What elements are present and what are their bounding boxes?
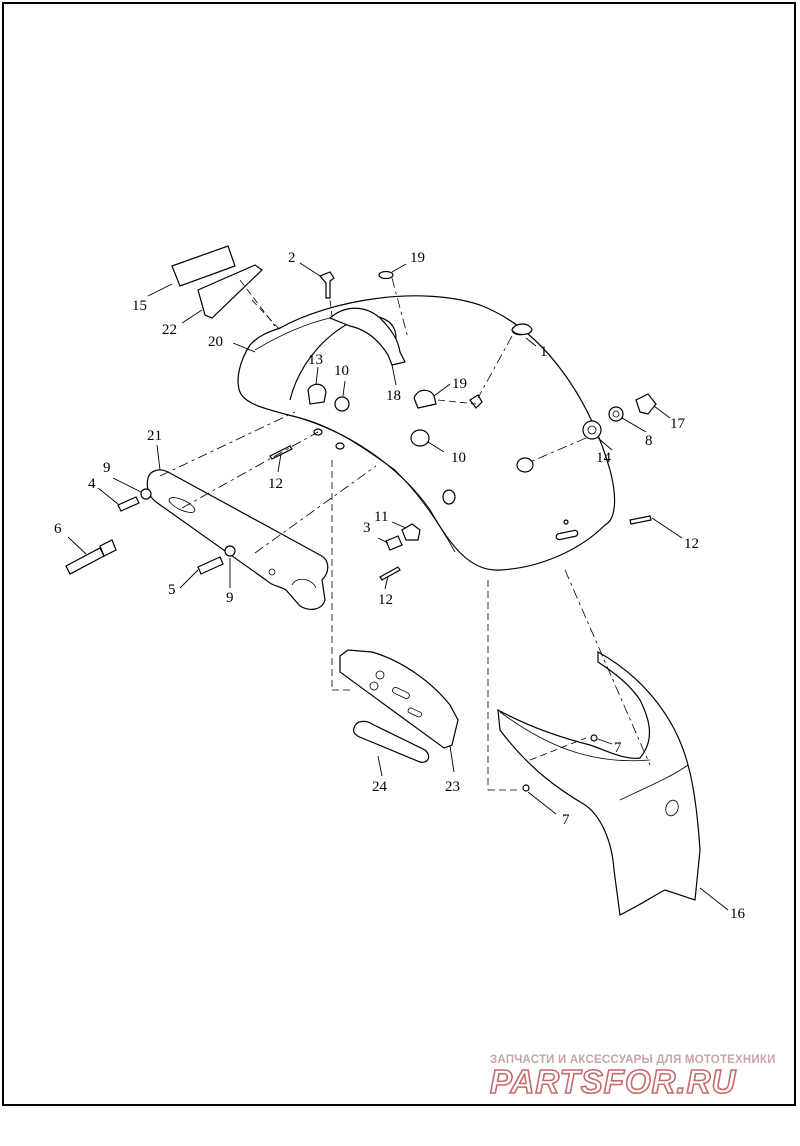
callout-17: 17 <box>670 416 686 432</box>
callout-14: 14 <box>596 450 612 466</box>
screw-3 <box>385 535 403 551</box>
reflector <box>171 245 236 287</box>
cable-strap <box>413 389 437 409</box>
callout-12a: 12 <box>268 476 283 492</box>
bolt-17 <box>635 393 657 415</box>
nut-13 <box>307 383 327 405</box>
license-bracket <box>339 649 459 749</box>
callout-5: 5 <box>168 582 176 598</box>
washer-9a <box>140 488 152 500</box>
watermark-logo: PARTSFOR.RU <box>489 1062 737 1101</box>
grommet-10b <box>410 429 430 447</box>
fender-extension <box>497 650 701 916</box>
callout-12c: 12 <box>684 536 699 552</box>
callout-10a: 10 <box>334 363 349 379</box>
washer-9b <box>224 545 236 557</box>
leader-lines <box>67 262 729 911</box>
callout-12b: 12 <box>378 592 393 608</box>
gasket <box>352 720 430 763</box>
reflector-backing <box>197 264 263 319</box>
carriage-bolt <box>318 271 335 299</box>
callout-6: 6 <box>54 521 62 537</box>
push-pin <box>469 394 483 409</box>
callout-21: 21 <box>147 428 162 444</box>
callout-16: 16 <box>730 906 746 922</box>
washer-8 <box>608 406 624 422</box>
screw-5 <box>197 556 224 575</box>
grommet-10a <box>334 396 350 412</box>
callout-9a: 9 <box>103 460 111 476</box>
callout-8: 8 <box>645 433 653 449</box>
bolt-4 <box>117 496 140 512</box>
callout-19a: 19 <box>410 250 425 266</box>
callout-1: 1 <box>540 344 548 360</box>
callout-10b: 10 <box>451 450 466 466</box>
callout-3: 3 <box>363 520 371 536</box>
assembly-lines <box>159 277 651 791</box>
stud-6-head <box>99 539 117 557</box>
callout-19b: 19 <box>452 376 467 392</box>
pin-12c <box>629 515 652 525</box>
callout-4: 4 <box>88 476 96 492</box>
callout-7a: 7 <box>614 740 622 756</box>
part-callouts: 1 2 3 4 5 6 7 7 8 9 9 10 10 11 12 12 12 … <box>54 250 746 922</box>
callout-18: 18 <box>386 388 401 404</box>
callout-20: 20 <box>208 334 223 350</box>
callout-11: 11 <box>374 509 388 525</box>
bracket <box>328 307 406 366</box>
drawing-frame <box>2 2 796 1106</box>
spacer-14 <box>582 420 602 440</box>
nut-7a <box>590 734 598 742</box>
stud-6 <box>65 547 105 575</box>
plug <box>511 323 533 336</box>
callout-9b: 9 <box>226 590 234 606</box>
nut-11 <box>401 523 421 541</box>
callout-23: 23 <box>445 779 460 795</box>
callout-7b: 7 <box>562 812 570 828</box>
callout-2: 2 <box>288 250 296 266</box>
watermark-tagline: ЗАПЧАСТИ И АКСЕССУАРЫ ДЛЯ МОТОТЕХНИКИ <box>490 1054 776 1066</box>
cable-clip <box>378 270 394 280</box>
callout-24: 24 <box>372 779 388 795</box>
nut-7b <box>522 784 530 792</box>
callout-13: 13 <box>308 352 323 368</box>
callout-22: 22 <box>162 322 177 338</box>
callout-15: 15 <box>132 298 147 314</box>
pin-12b <box>379 566 401 581</box>
